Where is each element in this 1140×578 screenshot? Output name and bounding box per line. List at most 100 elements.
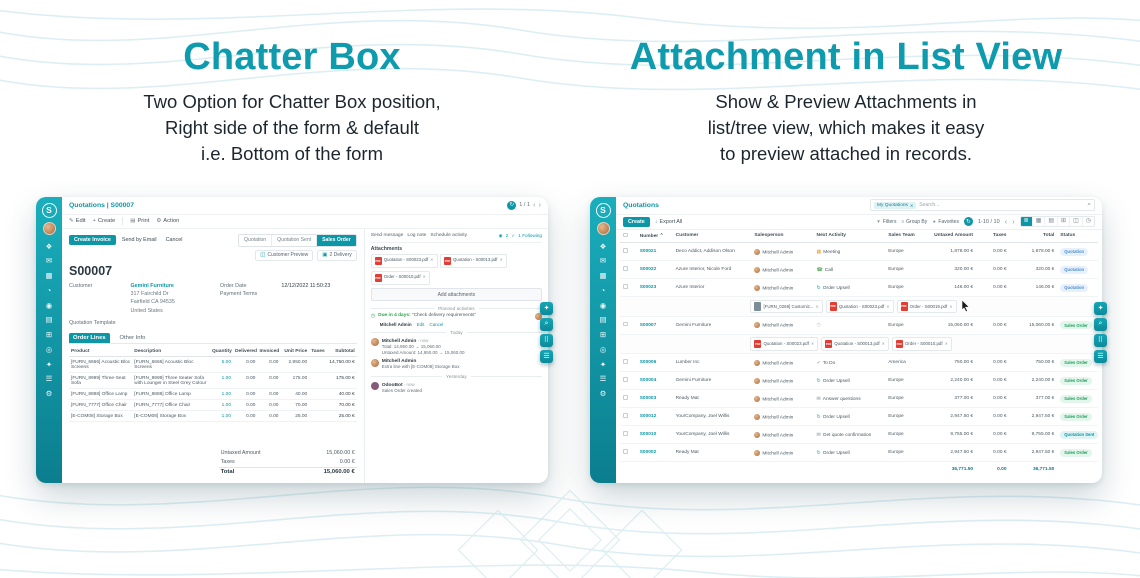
activity-edit-link[interactable]: Edit xyxy=(416,321,425,327)
tab-other-info[interactable]: Other Info xyxy=(119,334,146,341)
column-header[interactable]: Salesperson xyxy=(751,229,814,244)
print-button[interactable]: ▤Print xyxy=(130,218,149,224)
pivot-view-icon[interactable]: ⊞ xyxy=(1057,217,1069,227)
column-header[interactable]: Unit Price xyxy=(280,347,310,358)
sales-icon[interactable]: ◉ xyxy=(599,300,607,310)
breadcrumb[interactable]: Quotations | S00007 xyxy=(69,201,134,209)
column-header[interactable]: Taxes xyxy=(309,347,327,358)
remove-attachment-icon[interactable]: ✕ xyxy=(886,303,890,309)
search-facet[interactable]: My Quotations ✕ xyxy=(874,201,917,209)
calendar-icon[interactable]: ▦ xyxy=(599,271,607,281)
create-button[interactable]: Create xyxy=(623,216,650,227)
crm-icon[interactable]: ◔ xyxy=(600,285,606,295)
column-header[interactable]: Subtotal xyxy=(326,347,357,358)
column-header[interactable]: Taxes xyxy=(976,229,1010,244)
next-activity-cell[interactable]: ↻Order Upsell xyxy=(813,407,886,427)
edit-button[interactable]: ✎Edit xyxy=(69,218,86,224)
refresh-icon[interactable]: ↻ xyxy=(507,200,517,210)
add-attachments-button[interactable]: Add attachments xyxy=(370,288,542,302)
purchase-icon[interactable]: ✦ xyxy=(45,359,53,369)
row-checkbox[interactable] xyxy=(623,377,628,382)
documentation-button[interactable]: ☰ xyxy=(1094,349,1107,363)
order-line-row[interactable]: [FURN_8888] Office Lamp[FURN_8888] Offic… xyxy=(69,388,357,401)
search-icon[interactable]: ⌕ xyxy=(1087,201,1091,209)
row-checkbox[interactable] xyxy=(623,266,628,271)
column-header[interactable]: Customer xyxy=(672,229,752,244)
next-activity-cell[interactable]: ↻Order Upsell xyxy=(813,443,886,463)
hr-icon[interactable]: ☰ xyxy=(45,374,53,384)
filters-button[interactable]: ▼Filters xyxy=(876,219,896,225)
user-avatar[interactable] xyxy=(42,222,56,236)
statusbar-step[interactable]: Sales Order xyxy=(316,234,356,246)
column-header[interactable]: Product xyxy=(69,347,133,358)
sales-icon[interactable]: ◉ xyxy=(45,300,53,310)
next-activity-cell[interactable]: ✓To Do xyxy=(813,353,886,373)
list-view-icon[interactable]: ≣ xyxy=(1020,217,1032,227)
pager-next-icon[interactable]: › xyxy=(1012,216,1015,226)
statusbar-step[interactable]: Quotation Sent xyxy=(271,234,316,246)
row-checkbox[interactable] xyxy=(623,413,628,418)
calendar-icon[interactable]: ▦ xyxy=(45,271,53,281)
export-all-button[interactable]: ↓ Export All xyxy=(654,218,683,225)
search-input[interactable]: My Quotations ✕ Search... ⌕ xyxy=(870,199,1095,211)
column-header[interactable]: Quantity xyxy=(209,347,233,358)
next-activity-cell[interactable]: ✉Answer questions xyxy=(813,389,886,409)
remove-attachment-icon[interactable]: ✕ xyxy=(881,341,885,347)
column-header[interactable]: Description xyxy=(132,347,210,358)
activity-clock-icon[interactable]: ◷ xyxy=(816,322,821,329)
hr-icon[interactable]: ☰ xyxy=(599,374,607,384)
column-header[interactable]: Status xyxy=(1057,229,1098,244)
favorites-button[interactable]: ★Favorites xyxy=(932,219,959,225)
following-label[interactable]: 1 Following xyxy=(518,233,542,239)
select-all-checkbox[interactable] xyxy=(623,232,628,238)
remove-attachment-icon[interactable]: ✕ xyxy=(815,303,819,309)
smart-button[interactable]: ◫Customer Preview xyxy=(255,249,314,261)
action-button[interactable]: ⚙Action xyxy=(156,218,179,224)
remove-attachment-icon[interactable]: ✕ xyxy=(499,256,503,262)
group-by-button[interactable]: ≡Group By xyxy=(901,219,927,225)
apps-menu-icon[interactable]: ❖ xyxy=(45,241,53,251)
column-header[interactable]: Sales Team xyxy=(885,229,926,244)
search-panel-button[interactable]: ⌕ xyxy=(540,317,553,331)
column-header[interactable]: Invoiced xyxy=(257,347,281,358)
column-header[interactable]: Untaxed Amount xyxy=(925,229,977,244)
tab-order-lines[interactable]: Order Lines xyxy=(69,332,110,344)
theme-customizer-button[interactable]: ✦ xyxy=(1094,301,1107,315)
remove-facet-icon[interactable]: ✕ xyxy=(909,202,914,208)
dashboard-icon[interactable]: ▤ xyxy=(599,315,607,325)
order-line-row[interactable]: [E-COM08] Storage Box[E-COM08] Storage B… xyxy=(69,410,357,423)
row-checkbox[interactable] xyxy=(623,321,628,327)
dashboard-icon[interactable]: ▤ xyxy=(45,315,53,325)
statusbar-step[interactable]: Quotation xyxy=(244,237,267,244)
inventory-icon[interactable]: ⊞ xyxy=(599,330,607,340)
accounting-icon[interactable]: ◎ xyxy=(599,344,607,354)
documentation-button[interactable]: ☰ xyxy=(540,349,553,363)
schedule-activity-link[interactable]: Schedule activity xyxy=(430,233,468,239)
refresh-icon[interactable]: ↻ xyxy=(963,217,973,227)
row-checkbox[interactable] xyxy=(623,359,628,364)
attachment-chip[interactable]: [FURN_0269] Customiz...✕ xyxy=(750,299,823,314)
discuss-icon[interactable]: ✉ xyxy=(599,256,607,266)
user-avatar[interactable] xyxy=(596,222,610,236)
pager-prev-icon[interactable]: ‹ xyxy=(1004,216,1008,226)
log-note-link[interactable]: Log note xyxy=(407,233,427,239)
row-checkbox[interactable] xyxy=(623,449,628,454)
purchase-icon[interactable]: ✦ xyxy=(599,359,607,369)
inventory-icon[interactable]: ⊞ xyxy=(45,330,53,340)
app-logo[interactable]: S xyxy=(41,202,57,218)
column-header[interactable]: Next Activity xyxy=(813,229,886,244)
remove-attachment-icon[interactable]: ✕ xyxy=(944,341,948,347)
next-activity-cell[interactable]: ✉Get quote confirmation xyxy=(813,425,886,445)
